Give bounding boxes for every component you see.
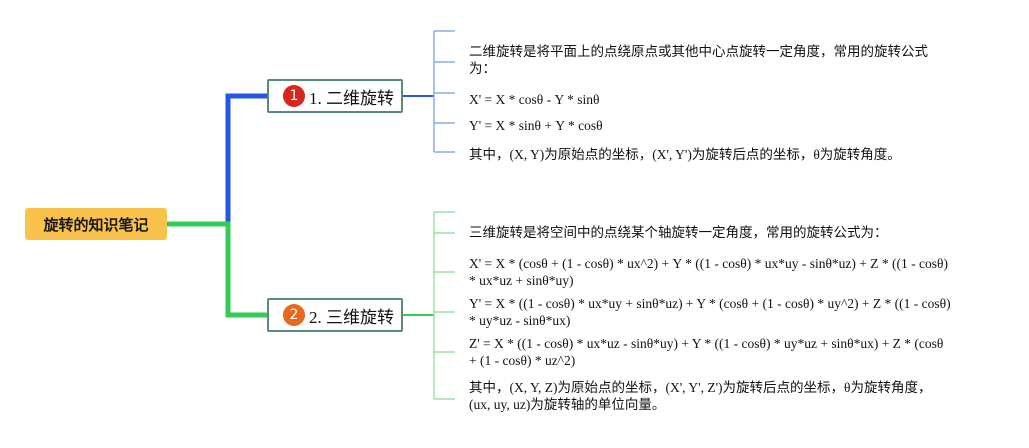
- number-badge-2: 2: [283, 304, 305, 326]
- leaf-line: 为：: [469, 61, 496, 76]
- branch-label: 1. 二维旋转: [309, 88, 394, 108]
- connector-root-branch2: [167, 221, 267, 318]
- branch-node-3d-rotation[interactable]: 2 2. 三维旋转: [267, 298, 403, 332]
- leaf-line: X' = X * (cosθ + (1 - cosθ) * ux^2) + Y …: [469, 256, 948, 271]
- leaf-line: 其中，(X, Y, Z)为原始点的坐标，(X', Y', Z')为旋转后点的坐标…: [469, 380, 932, 395]
- leaf-line: (ux, uy, uz)为旋转轴的单位向量。: [469, 397, 666, 412]
- leaf-3d-note[interactable]: 其中，(X, Y, Z)为原始点的坐标，(X', Y', Z')为旋转后点的坐标…: [469, 379, 932, 413]
- leaf-line: X' = X * cosθ - Y * sinθ: [469, 92, 600, 107]
- number-badge-1: 1: [283, 85, 305, 107]
- leaf-2d-note[interactable]: 其中，(X, Y)为原始点的坐标，(X', Y')为旋转后点的坐标，θ为旋转角度…: [469, 146, 901, 163]
- leaf-line: * uy*uz - sinθ*ux): [469, 313, 571, 328]
- leaf-3d-z-formula[interactable]: Z' = X * ((1 - cosθ) * ux*uz - sinθ*uy) …: [469, 335, 943, 368]
- leaf-3d-y-formula[interactable]: Y' = X * ((1 - cosθ) * ux*uy + sinθ*uz) …: [469, 295, 951, 328]
- root-title: 旋转的知识笔记: [43, 215, 149, 234]
- connector-root-branch1: [167, 93, 267, 227]
- leaf-line: 二维旋转是将平面上的点绕原点或其他中心点旋转一定角度，常用的旋转公式: [469, 44, 928, 59]
- leaf-line: 其中，(X, Y)为原始点的坐标，(X', Y')为旋转后点的坐标，θ为旋转角度…: [469, 147, 901, 162]
- leaf-line: 三维旋转是将空间中的点绕某个轴旋转一定角度，常用的旋转公式为：: [469, 225, 888, 240]
- leaf-3d-intro[interactable]: 三维旋转是将空间中的点绕某个轴旋转一定角度，常用的旋转公式为：: [469, 224, 888, 241]
- leaf-2d-y-formula[interactable]: Y' = X * sinθ + Y * cosθ: [469, 117, 603, 134]
- leaf-line: Y' = X * ((1 - cosθ) * ux*uy + sinθ*uz) …: [469, 296, 951, 311]
- leaf-3d-x-formula[interactable]: X' = X * (cosθ + (1 - cosθ) * ux^2) + Y …: [469, 255, 948, 288]
- leaf-line: + (1 - cosθ) * uz^2): [469, 353, 576, 368]
- leaf-2d-intro[interactable]: 二维旋转是将平面上的点绕原点或其他中心点旋转一定角度，常用的旋转公式 为：: [469, 43, 928, 77]
- branch2-leaf-connectors: [403, 211, 455, 400]
- leaf-line: Y' = X * sinθ + Y * cosθ: [469, 118, 603, 133]
- leaf-line: * ux*uz + sinθ*uy): [469, 273, 574, 288]
- branch-label: 2. 三维旋转: [309, 307, 394, 327]
- branch1-leaf-connectors: [403, 30, 455, 153]
- leaf-2d-x-formula[interactable]: X' = X * cosθ - Y * sinθ: [469, 91, 599, 108]
- root-node[interactable]: 旋转的知识笔记: [25, 208, 167, 240]
- branch-node-2d-rotation[interactable]: 1 1. 二维旋转: [267, 79, 403, 113]
- leaf-line: Z' = X * ((1 - cosθ) * ux*uz - sinθ*uy) …: [469, 336, 944, 351]
